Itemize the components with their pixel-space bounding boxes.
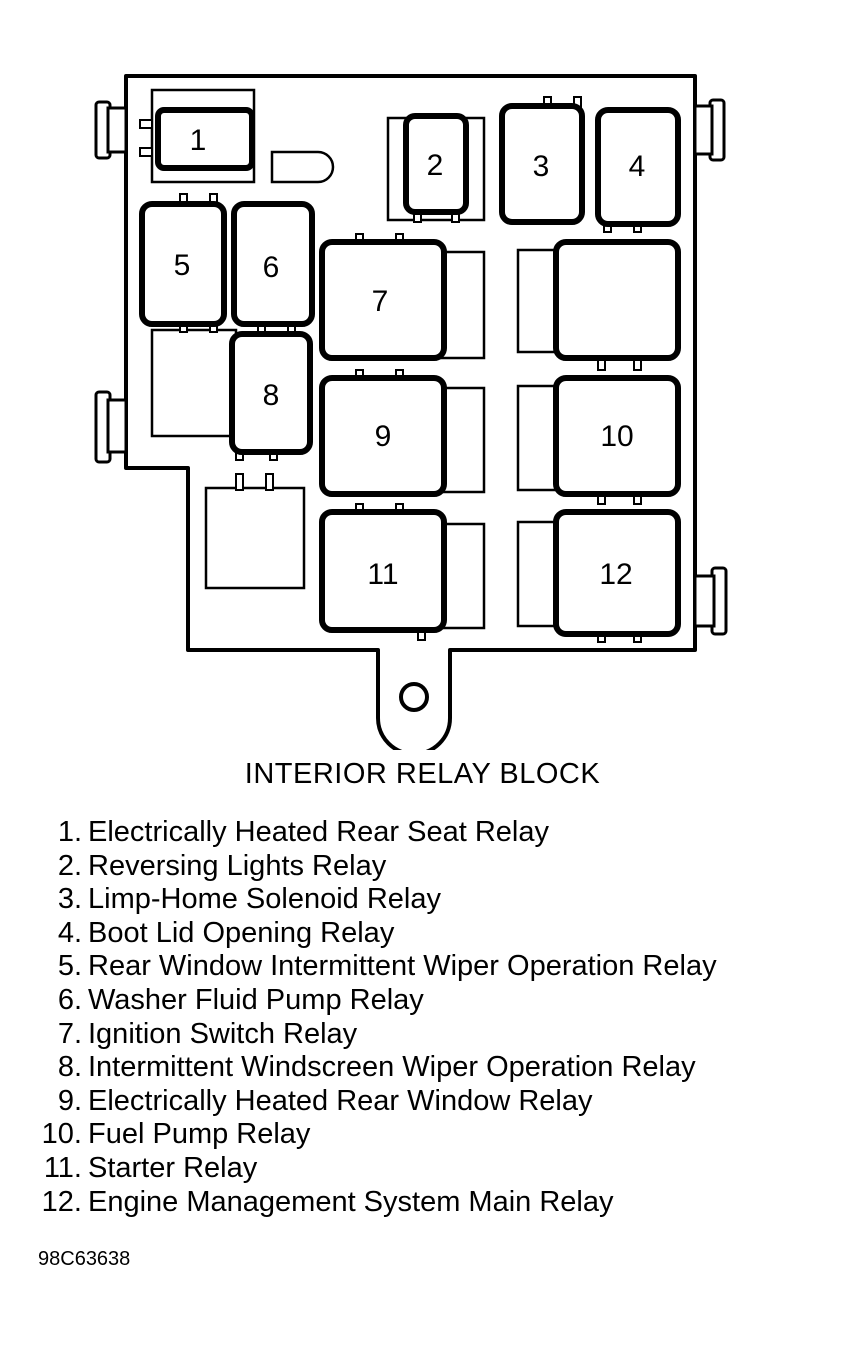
- legend-number: 2.: [57, 849, 82, 882]
- legend-label: Electrically Heated Rear Window Relay: [88, 1084, 593, 1117]
- relay-number-2: 2: [427, 149, 444, 182]
- legend-number: 5.: [57, 950, 82, 983]
- relay-block-diagram: 1 2 3 4 5 6 7 8 9 10 11 12: [94, 74, 728, 750]
- relay-number-6: 6: [263, 251, 280, 284]
- legend-item: 3.Limp-Home Solenoid Relay: [0, 883, 717, 917]
- legend-item: 5.Rear Window Intermittent Wiper Operati…: [0, 950, 717, 984]
- relay-number-12: 12: [599, 558, 632, 591]
- legend-item: 4.Boot Lid Opening Relay: [0, 917, 717, 951]
- relay-5: [139, 201, 227, 327]
- legend-item: 12.Engine Management System Main Relay: [0, 1186, 717, 1220]
- legend-item: 9.Electrically Heated Rear Window Relay: [0, 1085, 717, 1119]
- mounting-clip-right-top: [693, 98, 726, 162]
- relay-7: [319, 239, 447, 361]
- relay-unnumbered: [553, 239, 681, 361]
- legend-item: 11.Starter Relay: [0, 1152, 717, 1186]
- mounting-hole: [399, 682, 429, 712]
- relay-4: [595, 107, 681, 227]
- relay-number-10: 10: [600, 420, 633, 453]
- relay-number-9: 9: [375, 420, 392, 453]
- relay-number-7: 7: [372, 285, 389, 318]
- legend-item: 10.Fuel Pump Relay: [0, 1118, 717, 1152]
- legend-item: 8.Intermittent Windscreen Wiper Operatio…: [0, 1051, 717, 1085]
- legend-label: Rear Window Intermittent Wiper Operation…: [88, 950, 717, 983]
- relay-10: [553, 375, 681, 497]
- relay-2: [403, 113, 469, 215]
- diagram-title: INTERIOR RELAY BLOCK: [244, 758, 601, 790]
- relay-number-5: 5: [174, 249, 191, 282]
- legend-label: Reversing Lights Relay: [88, 849, 387, 882]
- relay-11: [319, 509, 447, 633]
- legend-label: Washer Fluid Pump Relay: [88, 983, 424, 1016]
- legend-label: Starter Relay: [88, 1151, 258, 1184]
- relay-3: [499, 103, 585, 225]
- legend-number: 3.: [57, 883, 82, 916]
- relay-number-4: 4: [629, 150, 646, 183]
- socket-outline-5-6: [150, 328, 238, 438]
- legend-number: 8.: [57, 1051, 82, 1084]
- legend-label: Boot Lid Opening Relay: [88, 916, 395, 949]
- relay-legend: 1.Electrically Heated Rear Seat Relay 2.…: [0, 816, 717, 1219]
- legend-number: 6.: [57, 983, 82, 1016]
- legend-item: 1.Electrically Heated Rear Seat Relay: [0, 816, 717, 850]
- socket-outline-lower-left: [204, 486, 306, 590]
- legend-label: Intermittent Windscreen Wiper Operation …: [88, 1051, 696, 1084]
- mounting-clip-right-bottom: [693, 566, 728, 636]
- relay-number-1: 1: [190, 124, 207, 157]
- legend-label: Electrically Heated Rear Seat Relay: [88, 816, 549, 848]
- relay-number-8: 8: [263, 379, 280, 412]
- diagram-code: 98C63638: [38, 1248, 131, 1270]
- mounting-clip-left-top: [94, 100, 128, 160]
- legend-number: 9.: [57, 1084, 82, 1117]
- legend-number: 10.: [41, 1118, 82, 1151]
- legend-number: 11.: [43, 1151, 82, 1184]
- legend-number: 12.: [41, 1185, 82, 1218]
- legend-number: 7.: [57, 1017, 82, 1050]
- fuse-slot: [270, 150, 335, 184]
- legend-number: 1.: [57, 816, 82, 848]
- relay-1: [155, 107, 255, 171]
- legend-label: Ignition Switch Relay: [88, 1017, 358, 1050]
- relay-12: [553, 509, 681, 637]
- legend-label: Engine Management System Main Relay: [88, 1185, 614, 1218]
- legend-number: 4.: [57, 916, 82, 949]
- legend-item: 2.Reversing Lights Relay: [0, 850, 717, 884]
- relay-6: [231, 201, 315, 327]
- relay-number-11: 11: [367, 558, 398, 591]
- legend-item: 6.Washer Fluid Pump Relay: [0, 984, 717, 1018]
- legend-label: Limp-Home Solenoid Relay: [88, 883, 441, 916]
- legend-label: Fuel Pump Relay: [88, 1118, 311, 1151]
- relay-8: [229, 331, 313, 455]
- relay-number-3: 3: [533, 150, 550, 183]
- mounting-clip-left-bottom: [94, 390, 128, 464]
- legend-item: 7.Ignition Switch Relay: [0, 1018, 717, 1052]
- relay-9: [319, 375, 447, 497]
